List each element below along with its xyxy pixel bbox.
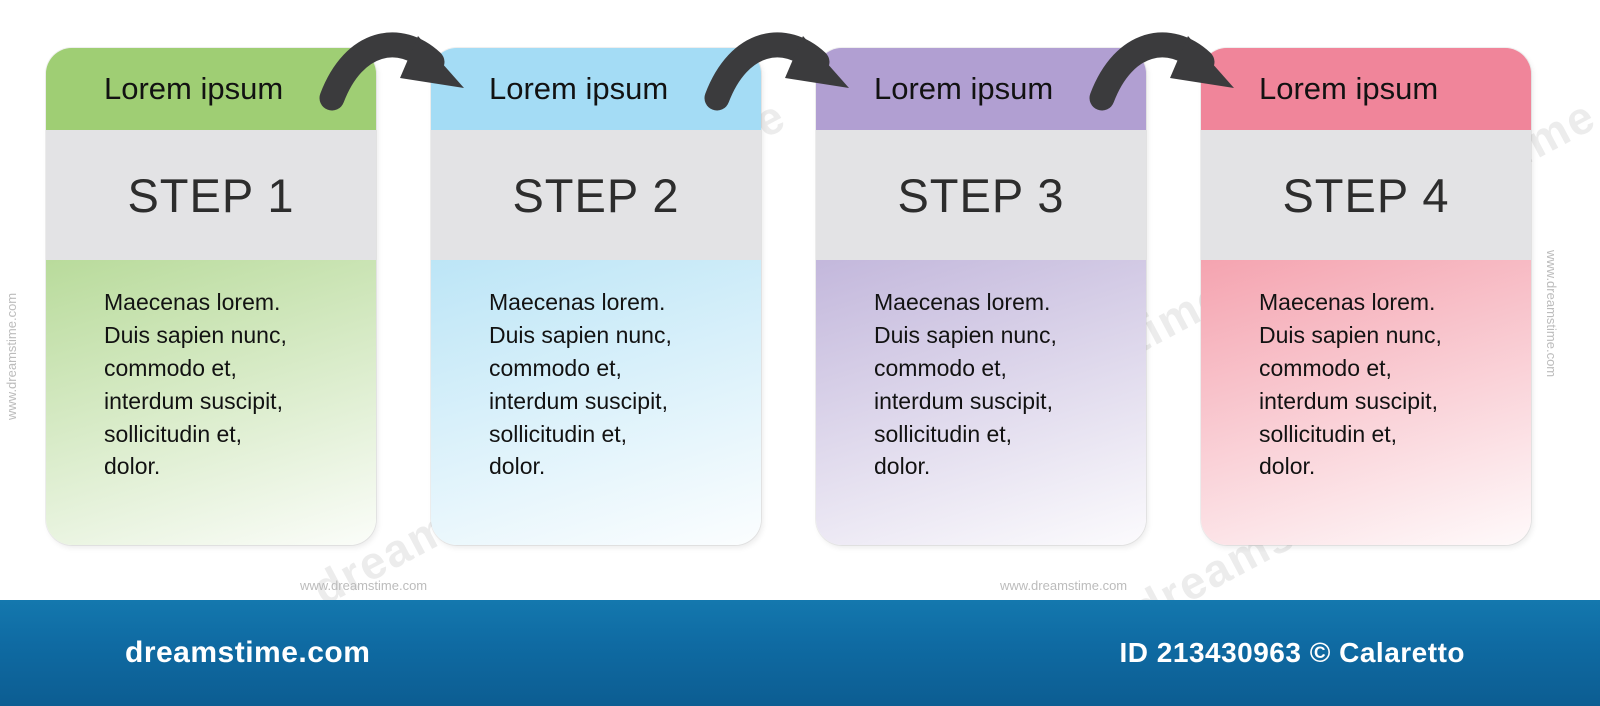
step-card-2: Lorem ipsum STEP 2 Maecenas lorem. Duis … [431,48,761,545]
card-header-label: Lorem ipsum [1259,71,1439,106]
dreamstime-site-label: dreamstime.com [125,636,371,669]
card-header-label: Lorem ipsum [489,71,669,106]
step-card-4: Lorem ipsum STEP 4 Maecenas lorem. Duis … [1201,48,1531,545]
step-description: Maecenas lorem. Duis sapien nunc, commod… [874,289,1057,480]
flow-arrow-icon [1089,32,1234,111]
flow-arrow-icon [319,32,464,111]
step-description: Maecenas lorem. Duis sapien nunc, commod… [489,289,672,480]
step-description: Maecenas lorem. Duis sapien nunc, commod… [1259,289,1442,480]
watermark-url: www.dreamstime.com [1000,578,1128,593]
image-id-label: ID 213430963 © Calaretto [1119,637,1465,668]
watermark-url: www.dreamstime.com [300,578,428,593]
card-header: Lorem ipsum [46,48,376,130]
step-label: STEP 2 [431,130,761,260]
card-header-label: Lorem ipsum [874,71,1054,106]
flow-arrow-icon [704,32,849,111]
watermark-footer: dreamstime.com ID 213430963 © Calaretto [0,600,1600,706]
step-label: STEP 3 [816,130,1146,260]
step-label: STEP 4 [1201,130,1531,260]
card-header: Lorem ipsum [431,48,761,130]
watermark-url: www.dreamstime.com [1543,250,1559,378]
card-header: Lorem ipsum [1201,48,1531,130]
card-header-label: Lorem ipsum [104,71,284,106]
step-card-3: Lorem ipsum STEP 3 Maecenas lorem. Duis … [816,48,1146,545]
step-label: STEP 1 [46,130,376,260]
step-card-1: Lorem ipsum STEP 1 Maecenas lorem. Duis … [46,48,376,545]
step-description: Maecenas lorem. Duis sapien nunc, commod… [104,289,287,480]
card-header: Lorem ipsum [816,48,1146,130]
watermark-url: www.dreamstime.com [4,292,19,420]
